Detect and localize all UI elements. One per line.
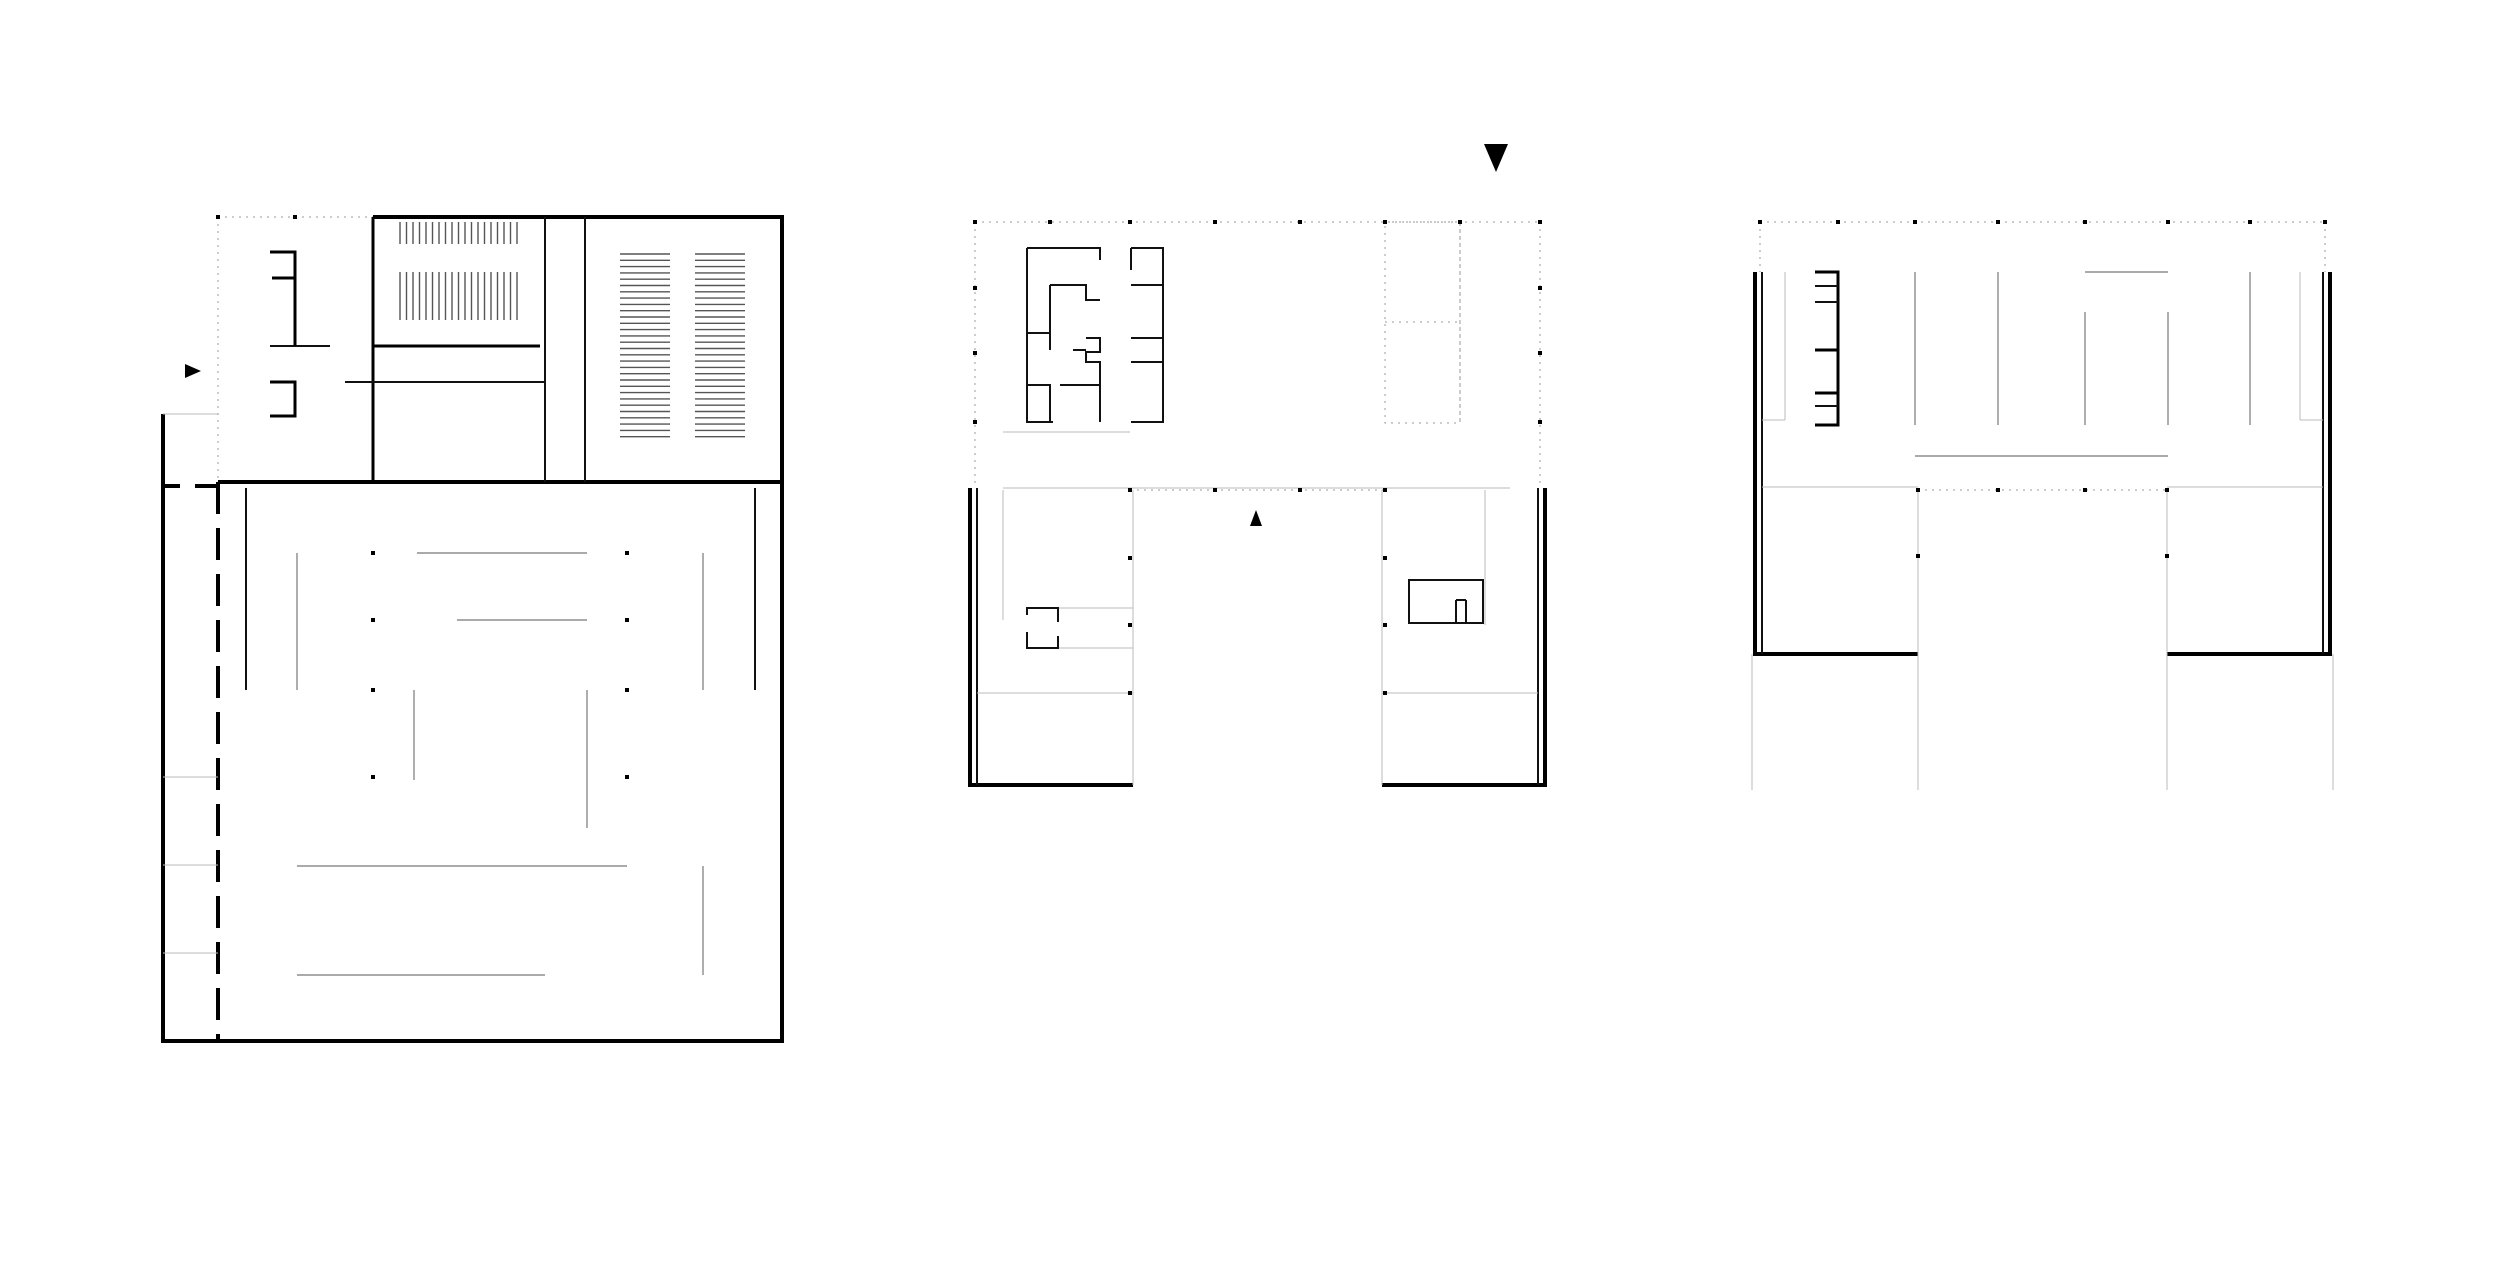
plan-3-columns <box>1758 220 2327 558</box>
plan-1 <box>161 215 784 1043</box>
plan-2-dashed-room <box>1384 221 1461 424</box>
column <box>2248 220 2252 224</box>
plan-2-columns <box>973 220 1542 695</box>
plan-2-office-wall-2 <box>1026 248 1053 423</box>
column <box>1298 220 1302 224</box>
column <box>2083 220 2087 224</box>
plan-1-entrance-arrow-icon <box>185 364 201 378</box>
column <box>1458 220 1462 224</box>
column <box>2166 220 2170 224</box>
plan-3-core <box>1815 270 1840 393</box>
column <box>1128 691 1132 695</box>
column <box>1996 220 2000 224</box>
plan-2-office-wall-6 <box>1085 337 1101 385</box>
column <box>1298 488 1302 492</box>
plan-2 <box>968 144 1547 787</box>
column <box>1996 488 2000 492</box>
column <box>2165 488 2169 492</box>
column <box>1538 286 1542 290</box>
column <box>1836 220 1840 224</box>
column <box>216 215 220 219</box>
column <box>625 775 629 779</box>
column <box>293 215 297 219</box>
column <box>1538 351 1542 355</box>
column <box>2323 220 2327 224</box>
plan-2-small-room-2 <box>1026 632 1059 649</box>
column <box>1383 488 1387 492</box>
column <box>371 775 375 779</box>
plan-2-office-wall <box>1027 247 1101 260</box>
column <box>1758 220 1762 224</box>
column <box>2165 554 2169 558</box>
column <box>1213 488 1217 492</box>
plan-2-office-wall-7 <box>1027 384 1051 422</box>
plan-2-office-right <box>1131 247 1164 423</box>
plan-1-seating-right <box>620 253 745 438</box>
column <box>2083 488 2087 492</box>
column <box>371 618 375 622</box>
plan-2-entrance-arrow-icon <box>1484 144 1508 172</box>
plan-3 <box>1751 220 2334 790</box>
column <box>371 551 375 555</box>
plan-2-small-room-east <box>1408 579 1484 624</box>
plan-1-outer-wall <box>161 215 784 1043</box>
column <box>1916 488 1920 492</box>
column <box>625 618 629 622</box>
column <box>1128 623 1132 627</box>
plan-1-core <box>270 250 297 346</box>
plan-1-core-lower <box>270 380 297 418</box>
column <box>625 551 629 555</box>
plan-1-seating-upper <box>399 222 518 320</box>
column <box>371 688 375 692</box>
column <box>1383 556 1387 560</box>
column <box>1383 623 1387 627</box>
column <box>1128 556 1132 560</box>
plan-3-east-wing-wall <box>2167 272 2332 656</box>
column <box>1128 488 1132 492</box>
plan-2-office-wall-3 <box>1050 284 1100 301</box>
column <box>1048 220 1052 224</box>
plan-3-core-lower <box>1815 391 1840 427</box>
plan-1-columns <box>216 215 629 779</box>
plan-2-court-arrow-icon <box>1250 510 1262 526</box>
column <box>625 688 629 692</box>
column <box>1916 554 1920 558</box>
plan-2-office-wall-8 <box>1060 384 1101 422</box>
column <box>1128 220 1132 224</box>
column <box>1383 220 1387 224</box>
column <box>973 286 977 290</box>
column <box>973 351 977 355</box>
column <box>973 420 977 424</box>
column <box>973 220 977 224</box>
plan-2-west-wing-wall <box>968 488 1133 787</box>
plan-2-east-wing-wall <box>1382 488 1547 787</box>
column <box>1538 220 1542 224</box>
plan-3-west-wing-wall <box>1753 272 1918 656</box>
column <box>1213 220 1217 224</box>
column <box>1538 420 1542 424</box>
column <box>1913 220 1917 224</box>
column <box>1383 691 1387 695</box>
plan-2-small-room <box>1026 607 1059 622</box>
